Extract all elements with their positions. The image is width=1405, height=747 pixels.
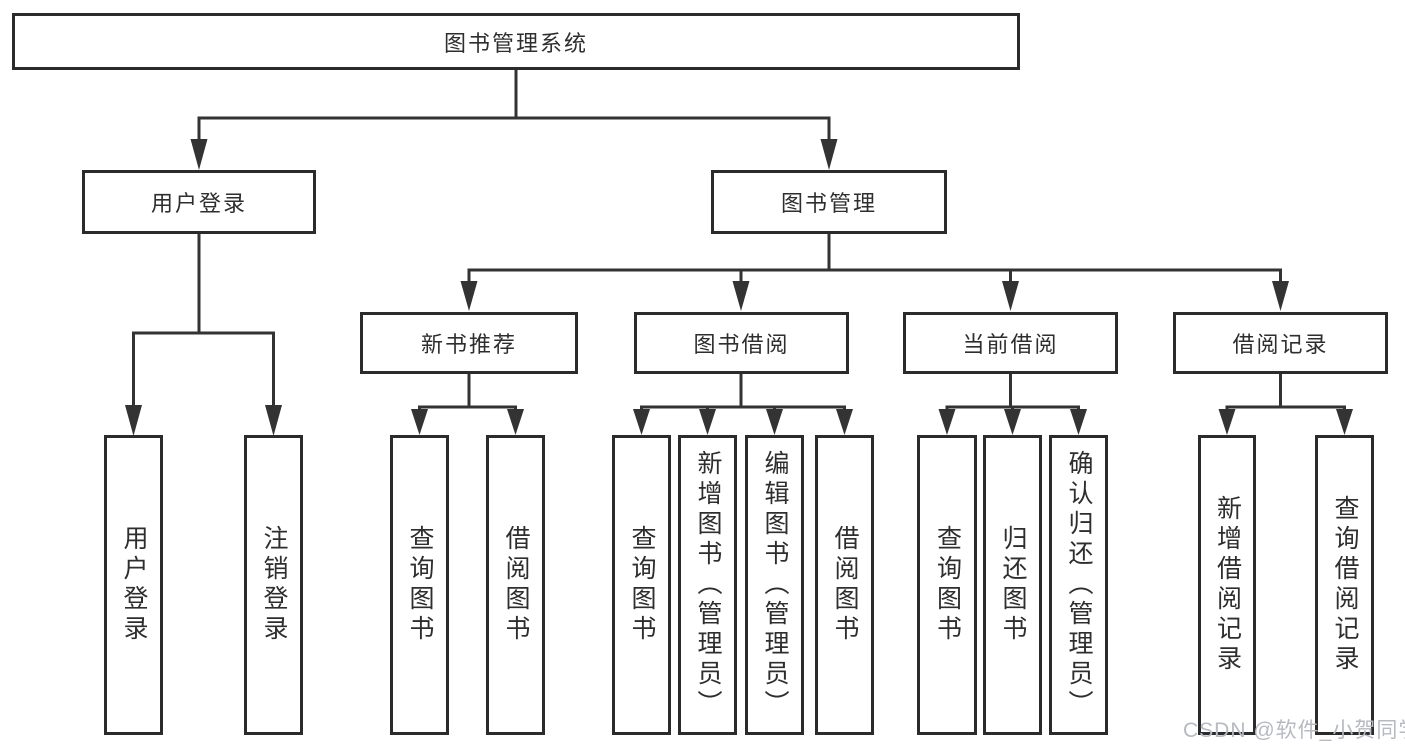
arrowhead-down-icon [699,409,716,435]
leaf-label: 归还图书 [999,525,1027,645]
leaf-return-book: 归还图书 [983,435,1042,735]
arrowhead-down-icon [411,409,428,435]
leaf-label: 查询图书 [628,525,656,645]
leaf-user-login: 用户登录 [104,435,163,735]
arrowhead-down-icon [836,409,853,435]
leaf-label: 新增图书（管理员） [694,450,722,720]
node-label: 借阅记录 [1232,332,1329,357]
leaf-edit-book-admin: 编辑图书（管理员） [745,435,804,735]
node-label: 图书管理系统 [443,30,588,56]
arrowhead-down-icon [633,409,650,435]
node-user-login-branch: 用户登录 [82,170,316,234]
leaf-label: 新增借阅记录 [1213,495,1242,675]
leaf-logout: 注销登录 [244,435,303,735]
node-label: 新书推荐 [420,332,517,357]
leaf-label: 查询借阅记录 [1331,495,1359,675]
arrowhead-down-icon [190,139,208,170]
connector-book-borrow-to-leaves [633,374,853,435]
leaf-query-books-recommend: 查询图书 [390,435,449,735]
leaf-query-books-borrow: 查询图书 [612,435,671,735]
arrowhead-down-icon [766,409,783,435]
connector-current-borrow-to-leaves [938,374,1087,435]
connector-user-login-to-leaves [125,234,282,436]
connector-line [132,234,275,412]
leaf-label: 查询图书 [933,525,962,645]
leaf-label: 用户登录 [120,525,148,645]
arrowhead-down-icon [1002,281,1019,311]
connector-line [467,234,1282,292]
leaf-label: 借阅图书 [831,525,859,645]
connector-book-management-to-sections [460,234,1289,311]
arrowhead-down-icon [1336,409,1353,435]
node-current-borrow: 当前借阅 [903,312,1118,374]
leaf-borrow-books: 借阅图书 [815,435,874,735]
node-book-borrow: 图书借阅 [634,312,849,374]
leaf-label: 编辑图书（管理员） [761,450,789,720]
leaf-label: 注销登录 [260,525,288,645]
arrowhead-down-icon [938,409,956,435]
connector-line [197,70,831,152]
arrowhead-down-icon [460,281,478,311]
arrowhead-down-icon [125,405,142,436]
connector-borrow-records-to-leaves [1218,374,1353,435]
arrowhead-down-icon [1070,409,1087,435]
node-label: 用户登录 [150,191,247,216]
leaf-borrow-books-recommend: 借阅图书 [486,435,545,735]
arrowhead-down-icon [732,281,750,311]
csdn-watermark: CSDN @软件_小贺同学 [1183,719,1405,742]
leaf-query-books-current: 查询图书 [917,435,977,735]
connector-new-book-recommend-to-leaves [411,374,524,435]
arrowhead-down-icon [1004,409,1021,435]
arrowhead-down-icon [265,405,282,436]
node-label: 图书管理 [780,191,877,216]
arrowhead-down-icon [1218,409,1236,435]
connector-line [1225,374,1346,416]
leaf-label: 借阅图书 [502,525,530,645]
node-root-library-system: 图书管理系统 [12,13,1020,70]
connector-line [418,374,517,416]
node-book-management-branch: 图书管理 [711,170,947,234]
arrowhead-down-icon [1272,281,1289,311]
leaf-confirm-return-admin: 确认归还（管理员） [1049,435,1108,735]
arrowhead-down-icon [820,139,838,170]
connector-line [640,374,846,416]
leaf-label: 查询图书 [406,525,434,645]
node-label: 图书借阅 [693,332,790,357]
node-label: 当前借阅 [962,332,1059,357]
node-borrow-records: 借阅记录 [1173,312,1388,374]
leaf-add-borrow-record: 新增借阅记录 [1198,435,1256,735]
leaf-add-book-admin: 新增图书（管理员） [678,435,737,735]
node-new-book-recommend: 新书推荐 [360,312,578,374]
connector-root-to-level2 [190,70,838,170]
leaf-query-borrow-record: 查询借阅记录 [1315,435,1374,735]
arrowhead-down-icon [507,409,524,435]
leaf-label: 确认归还（管理员） [1065,450,1093,720]
